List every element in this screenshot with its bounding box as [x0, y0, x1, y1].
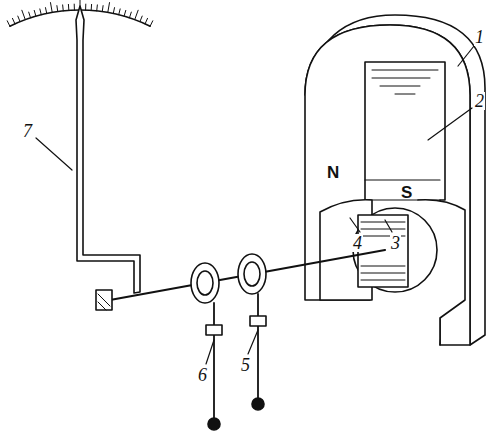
callout-number: 7 — [22, 122, 33, 140]
scale-tick — [29, 12, 31, 18]
scale-tick — [108, 3, 110, 13]
terminal-wire — [257, 294, 259, 398]
scale-tick — [22, 10, 25, 19]
core — [353, 208, 437, 292]
leader-line — [385, 220, 392, 232]
scale-tick — [62, 5, 64, 11]
callout-number: 5 — [240, 356, 251, 374]
scale-tick — [34, 10, 36, 16]
spring — [238, 254, 266, 294]
callout-number: 1 — [474, 28, 485, 46]
terminal — [250, 316, 266, 326]
scale-tick — [68, 4, 69, 10]
leader-line — [36, 138, 72, 170]
leader-line — [350, 218, 360, 232]
bearing-hatch — [98, 294, 110, 310]
terminal-wire — [213, 303, 215, 418]
shaft — [110, 250, 385, 300]
scale-tick — [56, 6, 58, 12]
scale-tick — [50, 3, 52, 13]
scale-tick — [145, 18, 147, 23]
scale-tick — [150, 21, 153, 26]
scale-tick — [129, 12, 131, 18]
scale-tick — [102, 6, 104, 12]
spring — [244, 262, 260, 286]
callout-number: 6 — [197, 366, 208, 384]
scale-tick — [7, 21, 10, 26]
scale-tick — [18, 16, 20, 22]
shading — [372, 70, 438, 94]
bearing — [96, 290, 112, 310]
scale-tick — [40, 9, 41, 15]
scale-tick — [91, 4, 92, 10]
leader-line — [458, 46, 474, 66]
callout-number: 3 — [390, 234, 401, 252]
scale-tick — [74, 4, 75, 10]
scale-tick — [12, 18, 14, 23]
scale-tick — [113, 8, 114, 14]
scale-tick — [140, 16, 142, 22]
scale-tick — [45, 8, 46, 14]
terminal-ball — [252, 398, 264, 410]
spring — [191, 263, 219, 303]
magnet — [305, 25, 470, 345]
scale-tick — [135, 10, 138, 19]
terminal-ball — [208, 418, 220, 430]
magnet-depth — [305, 15, 485, 345]
pole-label: N — [326, 164, 340, 182]
scale-tick — [85, 4, 86, 10]
scale-tick — [124, 10, 126, 16]
pointer — [76, 6, 140, 293]
leader-line — [206, 340, 214, 364]
callout-number: 4 — [352, 234, 363, 252]
callout-number: 2 — [474, 92, 485, 110]
scale-tick — [119, 9, 120, 15]
spring — [197, 271, 213, 295]
scale-tick — [96, 5, 98, 11]
pole-label: S — [400, 184, 413, 202]
terminal — [206, 325, 222, 335]
leader-line — [248, 330, 258, 354]
leader-line — [428, 108, 472, 140]
